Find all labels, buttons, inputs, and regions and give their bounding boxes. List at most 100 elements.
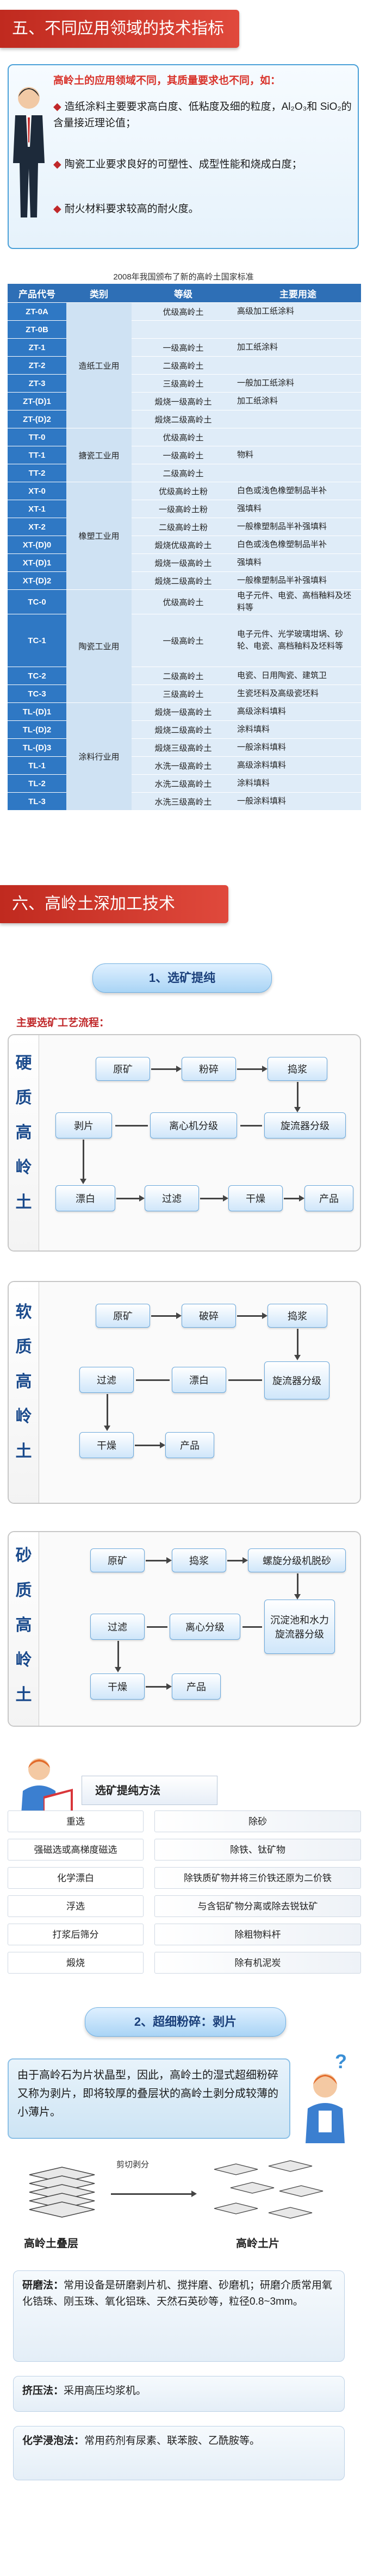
arrow-left (115, 1125, 148, 1127)
standard-caption: 2008年我国颁布了新的高岭土国家标准 (113, 272, 254, 282)
grade-cell: 优级高岭土 (132, 589, 235, 614)
product-code-cell: TC-0 (8, 589, 66, 614)
product-code-cell: XT-1 (8, 500, 66, 518)
category-cell: 陶瓷工业用 (66, 589, 132, 703)
product-code-cell: TT-2 (8, 464, 66, 482)
use-cell (235, 320, 361, 339)
table-header-row: 产品代号 类别 等级 主要用途 (8, 284, 361, 303)
label-char: 岭 (15, 1651, 32, 1669)
grade-cell (132, 320, 235, 339)
product-code-cell: TL-(D)3 (8, 738, 66, 757)
label-char: 质 (15, 1338, 32, 1356)
node-slurry: 捣浆 (172, 1548, 226, 1572)
node-cyclone: 旋流器分级 (264, 1361, 329, 1399)
node-dry: 干燥 (90, 1673, 145, 1700)
use-cell: 一般涂料填料 (235, 792, 361, 811)
product-code-cell: ZT-2 (8, 356, 66, 375)
section6-banner: 六、高岭土深加工技术 (0, 885, 228, 923)
arrow-right (151, 1312, 182, 1319)
label-char: 岭 (15, 1159, 32, 1177)
method-name-cell: 煅烧 (8, 1952, 144, 1974)
use-cell: 生瓷坯料及高级瓷坯料 (235, 685, 361, 703)
node-centrifuge: 离心分级 (170, 1614, 240, 1640)
svg-text:?: ? (335, 2052, 347, 2073)
arrow-left (228, 1379, 262, 1381)
sheet-label: 高岭土片 (236, 2238, 279, 2250)
label-char: 砂 (15, 1547, 32, 1565)
node-screw-classifier: 螺旋分级机脱砂 (248, 1548, 346, 1572)
method-name: 研磨法： (22, 2280, 64, 2291)
product-code-cell: ZT-3 (8, 374, 66, 393)
grade-cell: 一级高岭土 (132, 338, 235, 357)
method-purpose-cell: 除有机泥炭 (154, 1952, 361, 1974)
kaolin-stack-icon (29, 2167, 95, 2218)
grade-cell: 一级高岭土粉 (132, 500, 235, 518)
table-header: 类别 (66, 284, 132, 303)
label-char: 软 (15, 1303, 32, 1321)
product-code-cell: TL-3 (8, 792, 66, 811)
table-header: 等级 (132, 284, 235, 303)
method-name-cell: 打浆后筛分 (8, 1924, 144, 1945)
node-settling-cyclone: 沉淀池和水力旋流器分级 (264, 1600, 335, 1654)
use-cell: 一般橡塑制品半补强填料 (235, 518, 361, 536)
method-purpose-cell: 除铁质矿物并将三价铁还原为二价铁 (154, 1867, 361, 1889)
stack-label: 高岭土叠层 (24, 2238, 78, 2250)
grinding-method-3: 化学浸泡法：常用药剂有尿素、联苯胺、乙酰胺等。 (13, 2426, 345, 2480)
use-cell (235, 464, 361, 482)
node-cyclone: 旋流器分级 (264, 1112, 346, 1138)
product-code-cell: ZT-0A (8, 302, 66, 321)
grade-cell: 煅烧一级高岭土 (132, 553, 235, 572)
method-name: 化学浸泡法： (22, 2435, 85, 2447)
node-filter: 过滤 (90, 1614, 145, 1640)
node-ore: 原矿 (90, 1548, 145, 1572)
thinking-person-icon: ? (306, 2052, 347, 2143)
product-code-cell: TT-1 (8, 446, 66, 464)
use-cell: 白色或浅色橡塑制品半补 (235, 482, 361, 500)
sandy-kaolin-label: 砂 质 高 岭 土 (9, 1532, 39, 1726)
node-strip: 剥片 (55, 1112, 112, 1138)
category-cell: 橡塑工业用 (66, 482, 132, 590)
shear-label: 剪切剥分 (116, 2160, 150, 2169)
grinding-method-2: 挤压法：采用高压均浆机。 (13, 2376, 345, 2412)
label-char: 硬 (15, 1054, 32, 1072)
node-filter: 过滤 (79, 1367, 134, 1393)
use-cell (235, 410, 361, 428)
grade-cell: 三级高岭土 (132, 685, 235, 703)
method-name-cell: 重选 (8, 1810, 144, 1832)
intro-lead-text: 高岭土的应用领域不同，其质量要求也不同，如： (53, 75, 281, 86)
grade-cell: 煅烧一级高岭土 (132, 392, 235, 410)
product-code-cell: XT-0 (8, 482, 66, 500)
arrow-right (237, 1312, 268, 1319)
bullet-text: 陶瓷工业要求良好的可塑性、成型性能和烧成白度； (64, 159, 302, 170)
grinding-method-1: 研磨法：常用设备是研磨剥片机、搅拌磨、砂磨机；研磨介质常用氧化锆珠、刚玉珠、氧化… (13, 2270, 345, 2362)
method-name: 挤压法： (22, 2385, 64, 2397)
method-purpose-cell: 与含铝矿物分离或除去锐钛矿 (154, 1895, 361, 1917)
use-cell: 加工纸涂料 (235, 338, 361, 357)
method-text: 常用设备是研磨剥片机、搅拌磨、砂磨机；研磨介质常用氧化锆珠、刚玉珠、氧化铝珠、天… (22, 2280, 333, 2307)
arrow-down (115, 1641, 121, 1672)
node-slurry: 捣浆 (268, 1304, 327, 1328)
node-product: 产品 (172, 1673, 221, 1700)
grade-cell: 一级高岭土 (132, 614, 235, 667)
soft-kaolin-label: 软 质 高 岭 土 (9, 1282, 39, 1503)
arrow-down (104, 1394, 110, 1431)
arrow-left (136, 1379, 170, 1381)
product-code-cell: XT-(D)2 (8, 571, 66, 590)
use-cell: 白色或浅色橡塑制品半补 (235, 536, 361, 554)
node-product: 产品 (165, 1432, 214, 1458)
arrow-right (135, 1442, 165, 1448)
method-text: 采用高压均浆机。 (64, 2385, 147, 2397)
arrow-down (294, 1573, 301, 1600)
